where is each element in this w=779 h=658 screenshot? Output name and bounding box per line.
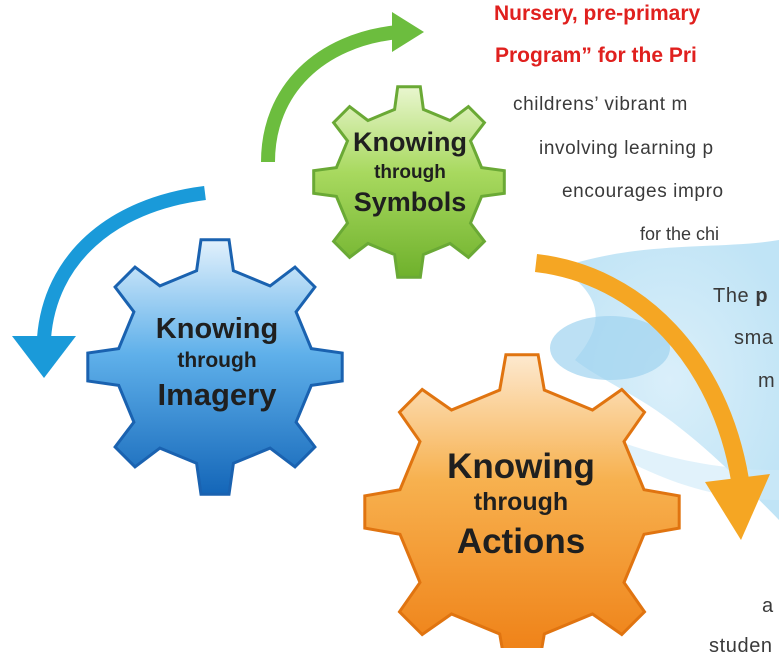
symbols-line1: Knowing bbox=[353, 127, 467, 157]
label-symbols: Knowing through Symbols bbox=[353, 127, 467, 217]
body-line5-pre: The bbox=[713, 285, 756, 307]
symbols-line3: Symbols bbox=[354, 187, 467, 217]
background-oval bbox=[550, 316, 670, 380]
imagery-line2: through bbox=[177, 349, 256, 372]
label-actions: Knowing through Actions bbox=[447, 447, 595, 561]
gear-actions bbox=[363, 353, 681, 658]
green-cycle-arrow bbox=[261, 25, 399, 163]
actions-line1: Knowing bbox=[447, 447, 595, 486]
symbols-line2: through bbox=[374, 162, 446, 183]
body-line1: childrens’ vibrant m bbox=[513, 94, 688, 115]
background-swoosh bbox=[560, 240, 779, 520]
actions-line2: through bbox=[474, 488, 568, 516]
body-line8: a bbox=[762, 595, 774, 617]
body-line6: sma bbox=[734, 327, 774, 349]
body-line4: for the chi bbox=[640, 224, 720, 244]
blue-arrowhead bbox=[12, 336, 76, 378]
green-arrowhead bbox=[392, 12, 424, 52]
body-line2: involving learning p bbox=[539, 138, 714, 159]
body-line9: studen bbox=[709, 635, 773, 657]
actions-line3: Actions bbox=[457, 522, 585, 561]
body-line5-bold: p bbox=[755, 285, 769, 307]
heading-line2: Program” for the Pri bbox=[495, 44, 697, 67]
orange-cycle-arrow bbox=[534, 254, 749, 482]
blue-cycle-arrow bbox=[37, 186, 206, 339]
heading-line1: Nursery, pre-primary bbox=[494, 2, 701, 25]
gear-imagery bbox=[86, 238, 344, 496]
body-line7: m bbox=[758, 370, 776, 392]
gear-symbols bbox=[312, 85, 506, 279]
imagery-line3: Imagery bbox=[158, 377, 278, 412]
orange-arrowhead bbox=[705, 474, 770, 540]
label-imagery: Knowing through Imagery bbox=[156, 313, 278, 412]
body-line5: The p bbox=[713, 285, 768, 308]
body-line3: encourages impro bbox=[562, 181, 724, 202]
imagery-line1: Knowing bbox=[156, 313, 278, 345]
